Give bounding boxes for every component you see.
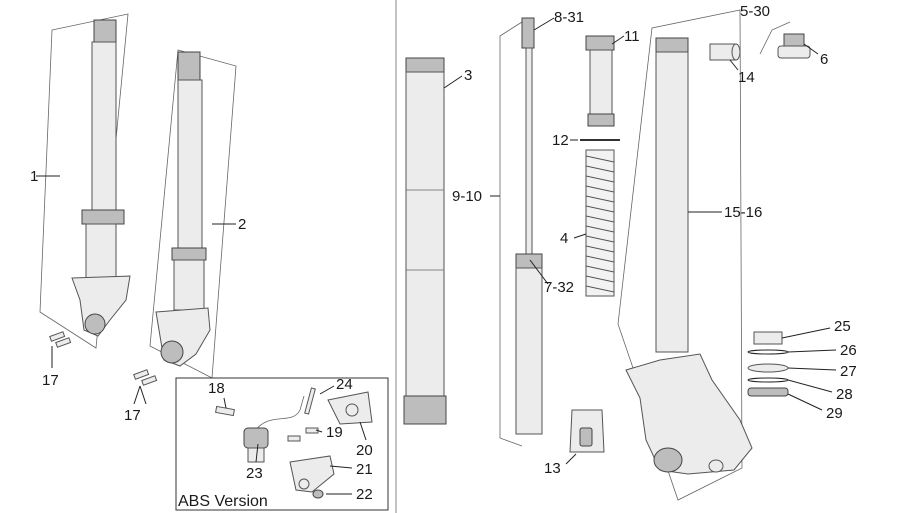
spring-4: [573, 149, 615, 297]
label-6: 6: [820, 51, 828, 68]
label-28: 28: [836, 386, 853, 403]
label-13: 13: [544, 460, 561, 477]
label-27: 27: [840, 363, 857, 380]
seals-25-29: [747, 327, 837, 411]
abs-version-title: ABS Version: [178, 493, 268, 510]
cartridge-9-10: [490, 17, 555, 447]
label-19: 19: [326, 424, 343, 441]
label-22: 22: [356, 486, 373, 503]
label-14: 14: [738, 69, 755, 86]
label-2: 2: [238, 216, 246, 233]
label-25: 25: [834, 318, 851, 335]
label-23: 23: [246, 465, 263, 482]
label-8-31: 8-31: [554, 9, 584, 26]
cap-nut-6: [759, 21, 819, 59]
label-29: 29: [826, 405, 843, 422]
protector-13: [565, 409, 605, 465]
fork-leg-2: [149, 49, 237, 379]
label-17-left: 17: [42, 372, 59, 389]
label-17-right: 17: [124, 407, 141, 424]
label-5-30: 5-30: [740, 3, 770, 20]
label-12: 12: [552, 132, 569, 149]
label-11: 11: [624, 28, 640, 45]
fork-slider-15-16: [617, 9, 753, 501]
label-26: 26: [840, 342, 857, 359]
label-21: 21: [356, 461, 373, 478]
fork-leg-1: [36, 13, 131, 349]
bolts-17-left: [49, 331, 72, 368]
stanchion-tube-3: [403, 57, 463, 425]
label-3: 3: [464, 67, 472, 84]
bushing-14: [709, 43, 741, 71]
abs-version-box: [175, 377, 389, 511]
label-1: 1: [30, 168, 38, 185]
label-4: 4: [560, 230, 568, 247]
label-15-16: 15-16: [724, 204, 762, 221]
top-cap-11: [585, 35, 625, 127]
bolts-17-right: [133, 369, 158, 405]
label-20: 20: [356, 442, 373, 459]
label-7-32: 7-32: [544, 279, 574, 296]
label-24: 24: [336, 376, 353, 393]
label-9-10: 9-10: [452, 188, 482, 205]
label-18: 18: [208, 380, 225, 397]
